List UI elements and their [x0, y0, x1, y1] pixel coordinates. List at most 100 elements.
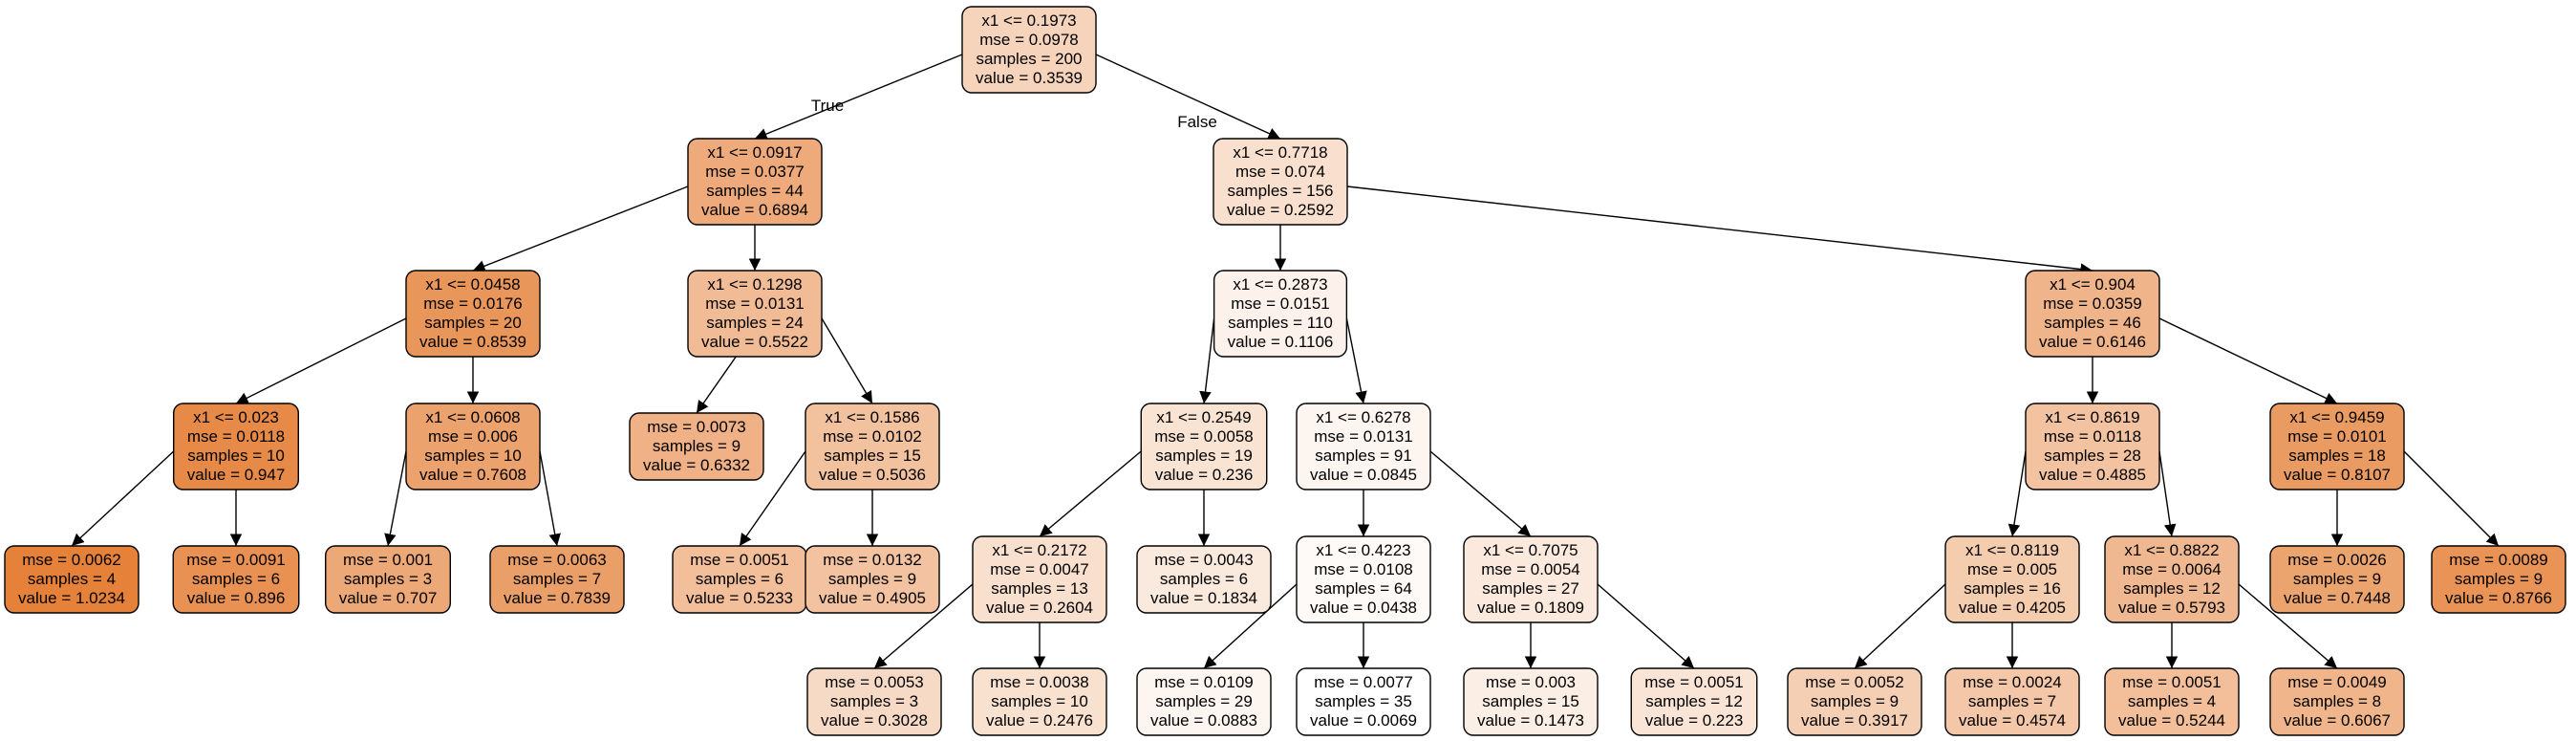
tree-node-box: [1213, 270, 1348, 358]
tree-node-line: value = 0.5522: [701, 333, 808, 351]
tree-node-line: x1 <= 0.2873: [1233, 275, 1327, 294]
false-edge-label: False: [1177, 113, 1217, 131]
tree-node-line: mse = 0.0101: [2287, 427, 2387, 446]
tree-node-line: mse = 0.0151: [1231, 294, 1330, 313]
tree-node-line: value = 0.0845: [1310, 466, 1417, 484]
tree-node-line: value = 0.1809: [1477, 599, 1584, 617]
tree-node-line: value = 0.1106: [1228, 333, 1334, 351]
tree-edge: [2238, 583, 2338, 669]
tree-node-line: samples = 110: [1228, 314, 1333, 332]
tree-node-box: [805, 545, 940, 614]
tree-node-line: samples = 12: [2123, 579, 2221, 598]
tree-node-line: value = 0.0069: [1310, 711, 1417, 730]
tree-edge: [2007, 450, 2027, 537]
tree-node-box: [405, 403, 541, 490]
tree-edge: [754, 54, 963, 141]
tree-node-line: mse = 0.0131: [705, 294, 805, 313]
tree-node-line: x1 <= 0.1298: [707, 275, 802, 294]
tree-node-line: samples = 7: [1968, 692, 2056, 710]
tree-node-line: samples = 200: [976, 50, 1082, 68]
tree-node-line: mse = 0.001: [343, 551, 433, 569]
tree-edge: [539, 450, 561, 547]
tree-node-line: value = 0.1473: [1477, 711, 1584, 730]
tree-node-line: mse = 0.006: [428, 427, 518, 446]
tree-edge: [2158, 317, 2338, 404]
tree-node-line: samples = 44: [706, 182, 804, 200]
tree-node-line: x1 <= 0.6278: [1316, 408, 1410, 426]
tree-edge: [1597, 583, 1695, 669]
tree-node-line: value = 0.2592: [1227, 201, 1334, 219]
tree-node-box: [961, 6, 1097, 94]
tree-node-line: x1 <= 0.904: [2050, 275, 2136, 294]
tree-node-box: [173, 403, 299, 490]
tree-node-line: mse = 0.074: [1235, 163, 1325, 181]
tree-node-box: [1463, 667, 1599, 736]
tree-edge: [1345, 317, 1367, 404]
tree-node-box: [1140, 403, 1268, 490]
tree-node-line: value = 0.6067: [2284, 711, 2391, 730]
tree-node-line: value = 0.4574: [1959, 711, 2066, 730]
tree-node-line: mse = 0.0377: [705, 163, 805, 181]
tree-node-line: x1 <= 0.1586: [825, 408, 919, 426]
tree-node-line: mse = 0.0051: [690, 551, 789, 569]
tree-node-line: value = 0.6332: [643, 456, 750, 474]
tree-node-line: mse = 0.0026: [2287, 551, 2387, 569]
tree-node-line: x1 <= 0.023: [193, 408, 279, 426]
tree-node-line: x1 <= 0.7718: [1233, 143, 1327, 162]
tree-node-line: x1 <= 0.1973: [981, 11, 1076, 30]
tree-node-line: mse = 0.0108: [1314, 560, 1413, 578]
tree-node-box: [1296, 403, 1431, 490]
tree-node-line: x1 <= 0.7075: [1483, 541, 1578, 559]
tree-node-box: [2104, 535, 2240, 623]
tree-node-line: value = 0.236: [1155, 466, 1254, 484]
tree-node-line: x1 <= 0.0917: [707, 143, 802, 162]
tree-node-line: value = 0.3028: [821, 711, 928, 730]
tree-node-line: mse = 0.0058: [1154, 427, 1254, 446]
tree-node-line: samples = 7: [513, 570, 601, 588]
tree-node-line: samples = 24: [706, 314, 804, 332]
tree-node-line: mse = 0.0062: [22, 551, 121, 569]
tree-node-line: value = 0.7448: [2284, 589, 2391, 607]
tree-node-box: [972, 535, 1107, 623]
tree-node-line: samples = 6: [192, 570, 280, 588]
tree-node-line: samples = 27: [1482, 579, 1579, 598]
tree-node-box: [2104, 667, 2240, 736]
tree-node-line: mse = 0.0051: [1644, 673, 1744, 691]
tree-node-box: [1944, 667, 2080, 736]
tree-node-line: value = 0.223: [1645, 711, 1744, 730]
tree-node-box: [1136, 667, 1272, 736]
tree-node-line: mse = 0.0132: [823, 551, 922, 569]
tree-node-line: samples = 6: [1160, 570, 1248, 588]
tree-node-box: [2269, 667, 2405, 736]
tree-node-line: value = 0.5793: [2118, 599, 2225, 617]
tree-node-line: mse = 0.0043: [1154, 551, 1254, 569]
tree-node-line: samples = 18: [2288, 447, 2386, 465]
tree-node-line: mse = 0.0131: [1314, 427, 1413, 446]
tree-node-line: value = 0.6146: [2039, 333, 2146, 351]
tree-node-line: samples = 4: [28, 570, 116, 588]
tree-node-box: [972, 667, 1107, 736]
tree-node-line: mse = 0.0077: [1314, 673, 1413, 691]
tree-node-box: [687, 138, 823, 226]
tree-node-box: [325, 545, 451, 614]
true-edge-label: True: [811, 97, 844, 115]
tree-node-box: [1630, 667, 1758, 736]
tree-edge: [2158, 450, 2177, 537]
